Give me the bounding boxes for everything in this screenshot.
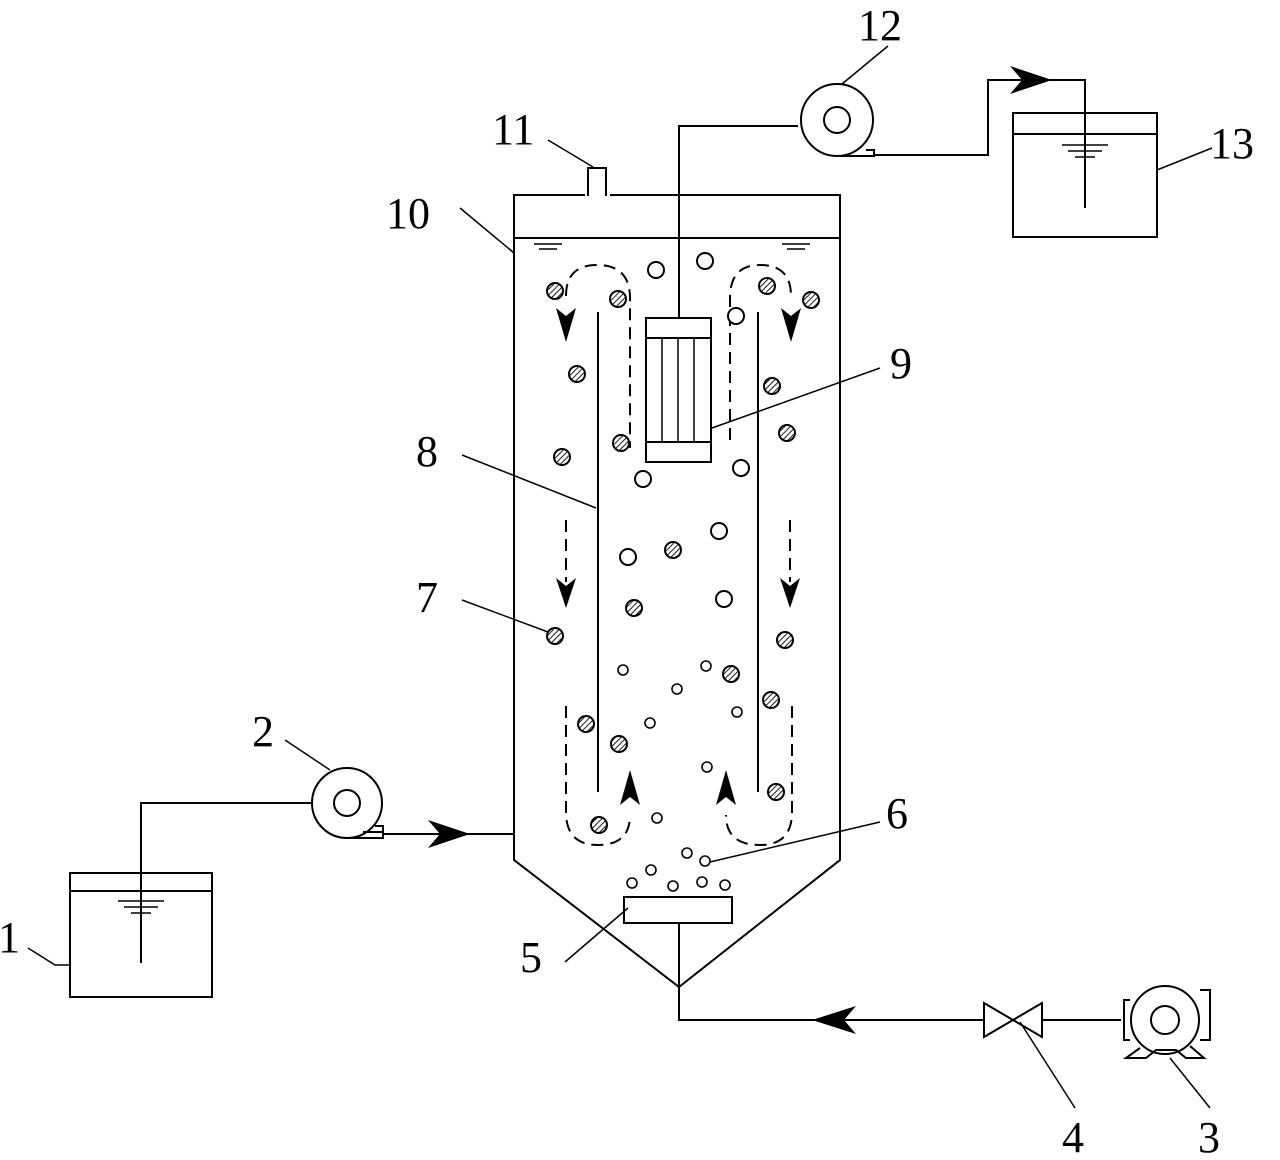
label-10: 10 xyxy=(386,189,430,238)
feed-pump xyxy=(311,767,384,839)
aerator xyxy=(623,896,733,987)
label-3: 3 xyxy=(1198,1113,1220,1160)
label-7: 7 xyxy=(416,573,438,622)
label-13: 13 xyxy=(1210,119,1254,168)
label-4: 4 xyxy=(1062,1113,1084,1160)
air-valve xyxy=(983,1001,1043,1039)
label-2: 2 xyxy=(252,707,274,756)
label-12: 12 xyxy=(858,1,902,50)
label-1: 1 xyxy=(0,913,20,962)
air-pipe xyxy=(678,987,1121,1034)
flow-circulation xyxy=(556,263,801,847)
label-8: 8 xyxy=(416,427,438,476)
suction-pump xyxy=(800,83,875,157)
permeate-tank xyxy=(1012,112,1158,238)
label-11: 11 xyxy=(492,105,534,154)
label-9: 9 xyxy=(890,339,912,388)
gas-outlet xyxy=(587,167,607,196)
carrier-particles xyxy=(546,277,820,834)
air-bubbles xyxy=(617,252,750,892)
permeate-pipe xyxy=(678,66,1086,318)
label-6: 6 xyxy=(886,789,908,838)
baffle-plates xyxy=(597,312,759,792)
feed-pipe xyxy=(140,802,514,901)
membrane-module xyxy=(645,317,712,463)
leader-lines xyxy=(27,45,1213,1109)
label-5: 5 xyxy=(520,933,542,982)
air-blower xyxy=(1122,985,1211,1059)
